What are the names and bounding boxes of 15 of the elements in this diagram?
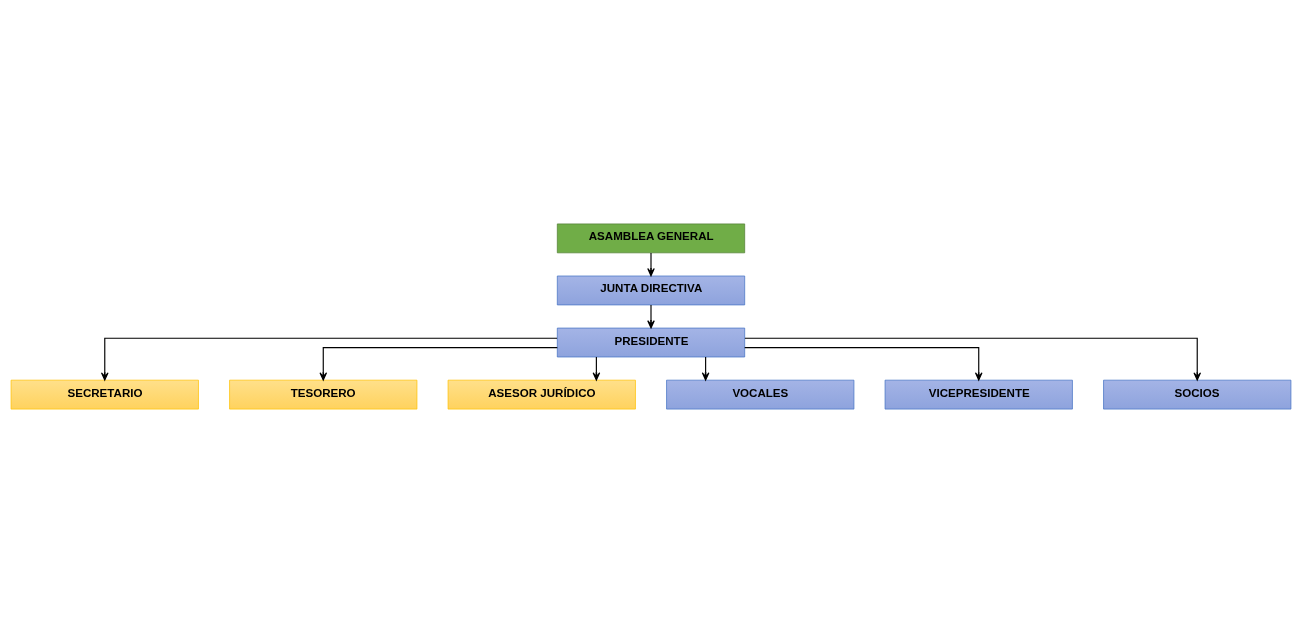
arrow bbox=[319, 346, 558, 381]
arrow bbox=[647, 303, 655, 328]
arrow bbox=[744, 337, 1202, 381]
node-box: PRESIDENTE bbox=[556, 327, 746, 357]
node-box: SOCIOS bbox=[1103, 379, 1292, 409]
arrow bbox=[744, 346, 983, 381]
node-box: ASESOR JURÍDICO bbox=[447, 379, 636, 409]
node-box: TESORERO bbox=[229, 379, 418, 409]
arrow bbox=[100, 337, 558, 381]
node-box: VICEPRESIDENTE bbox=[884, 379, 1073, 409]
node-box: ASAMBLEA GENERAL bbox=[556, 223, 746, 253]
node-box: JUNTA DIRECTIVA bbox=[556, 275, 746, 305]
node-box: VOCALES bbox=[666, 379, 855, 409]
arrow bbox=[647, 251, 655, 276]
node-box: SECRETARIO bbox=[10, 379, 199, 409]
